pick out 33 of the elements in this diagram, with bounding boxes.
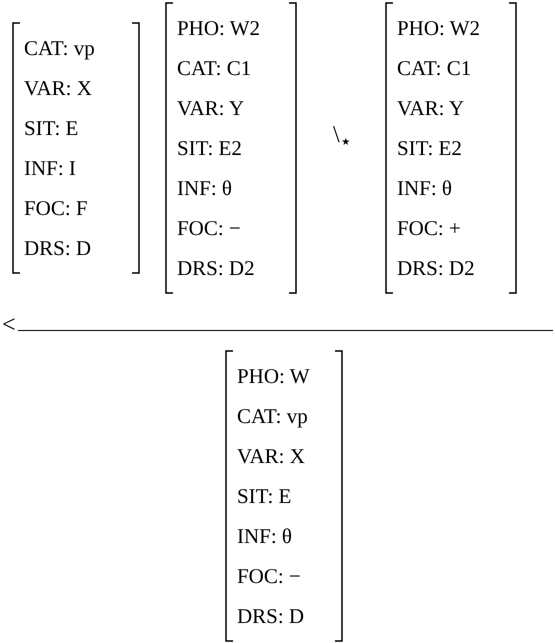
attribute-value-matrix — [12, 22, 140, 274]
combinator-symbol: \$_{⋆}$ — [333, 122, 353, 154]
feature-value-pair: PHO: W2 — [397, 15, 482, 42]
feature-value-pair: FOC: + — [397, 215, 462, 242]
feature-value-pair: DRS: D — [237, 603, 306, 630]
feature-value-pair: SIT: E2 — [397, 135, 463, 162]
feature-value-pair: CAT: C1 — [397, 55, 472, 82]
feature-value-pair: SIT: E2 — [177, 135, 243, 162]
feature-value-pair: VAR: Y — [177, 95, 246, 122]
rule-symbol: < — [2, 312, 16, 339]
attribute-value-matrix — [225, 350, 343, 642]
feature-value-pair: PHO: W — [237, 363, 311, 390]
feature-value-pair: CAT: vp — [237, 403, 309, 430]
feature-value-pair: PHO: W2 — [177, 15, 262, 42]
feature-value-pair: VAR: Y — [397, 95, 466, 122]
feature-value-pair: VAR: X — [24, 75, 93, 102]
attribute-value-matrix — [385, 2, 517, 294]
feature-value-pair: INF: θ — [237, 523, 293, 550]
feature-value-pair: CAT: C1 — [177, 55, 252, 82]
feature-value-pair: INF: θ — [397, 175, 453, 202]
feature-value-pair: DRS: D2 — [397, 255, 476, 282]
feature-value-pair: SIT: E — [237, 483, 292, 510]
feature-value-pair: VAR: X — [237, 443, 306, 470]
feature-value-pair: CAT: vp — [24, 35, 96, 62]
feature-value-pair: DRS: D2 — [177, 255, 256, 282]
feature-value-pair: DRS: D — [24, 235, 92, 262]
feature-value-pair: SIT: E — [24, 115, 80, 142]
feature-value-pair: INF: I — [24, 155, 77, 182]
attribute-value-matrix — [165, 2, 297, 294]
feature-value-pair: FOC: − — [237, 563, 302, 590]
feature-value-pair: FOC: F — [24, 195, 89, 222]
feature-value-pair: FOC: − — [177, 215, 242, 242]
feature-value-pair: INF: θ — [177, 175, 233, 202]
